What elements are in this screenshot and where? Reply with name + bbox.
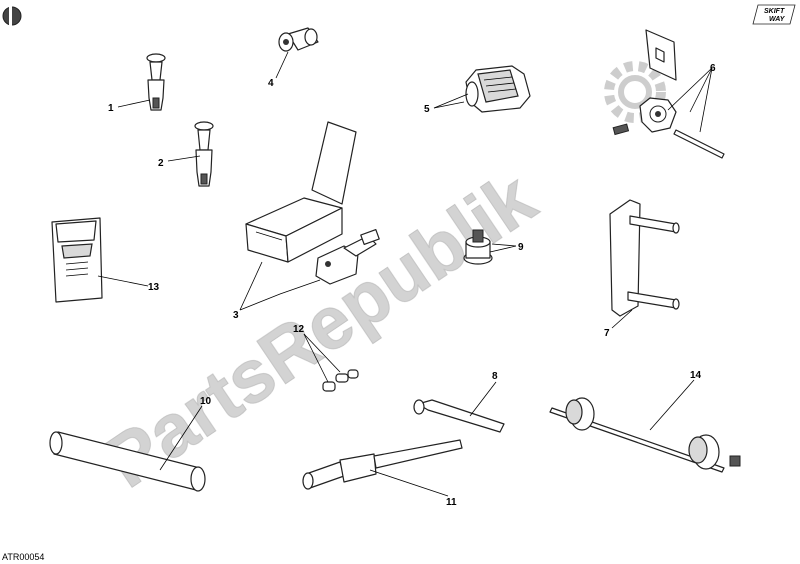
callout-14: 14 <box>690 370 702 381</box>
callout-2: 2 <box>158 158 164 169</box>
callout-10: 10 <box>200 396 212 407</box>
tool-7-bracket <box>609 199 680 317</box>
callout-labels: 1 2 3 4 5 6 7 8 9 10 11 12 13 14 <box>108 63 716 508</box>
callout-4: 4 <box>268 78 274 89</box>
tool-11-shaft <box>302 439 463 490</box>
watermark-gear-icon <box>604 61 666 123</box>
tool-1-valve-holder <box>146 53 166 111</box>
callout-7: 7 <box>604 328 610 339</box>
callout-8: 8 <box>492 371 498 382</box>
tool-2-valve-holder <box>194 121 214 187</box>
tool-13-tester <box>51 217 103 303</box>
brand-logo: SKIFT WAY <box>752 4 796 25</box>
callout-11: 11 <box>446 497 457 508</box>
brand-logo-line2: WAY <box>769 16 786 23</box>
callout-5: 5 <box>424 104 430 115</box>
tool-14-puller <box>549 397 741 473</box>
diagram-code: ATR00054 <box>2 552 44 562</box>
callout-6: 6 <box>710 63 716 74</box>
tool-5-split-bushing <box>465 65 531 113</box>
brand-logo-line1: SKIFT <box>764 8 785 15</box>
callout-9: 9 <box>518 242 524 253</box>
callout-13: 13 <box>148 282 160 293</box>
tool-6-plate-assembly <box>612 29 725 159</box>
tool-8-pin <box>413 399 505 433</box>
tool-4-sleeve <box>278 27 319 52</box>
tool-3-case-and-driver <box>245 121 380 285</box>
tool-10-tube <box>49 431 206 492</box>
callout-12: 12 <box>293 324 305 335</box>
tool-12-clips <box>322 369 359 392</box>
callout-3: 3 <box>233 310 239 321</box>
tool-9-adapter <box>463 229 493 265</box>
page-marker-icon <box>2 6 22 26</box>
watermark: PartsRepublik <box>90 61 666 504</box>
leader-lines <box>97 51 713 497</box>
callout-1: 1 <box>108 103 114 114</box>
